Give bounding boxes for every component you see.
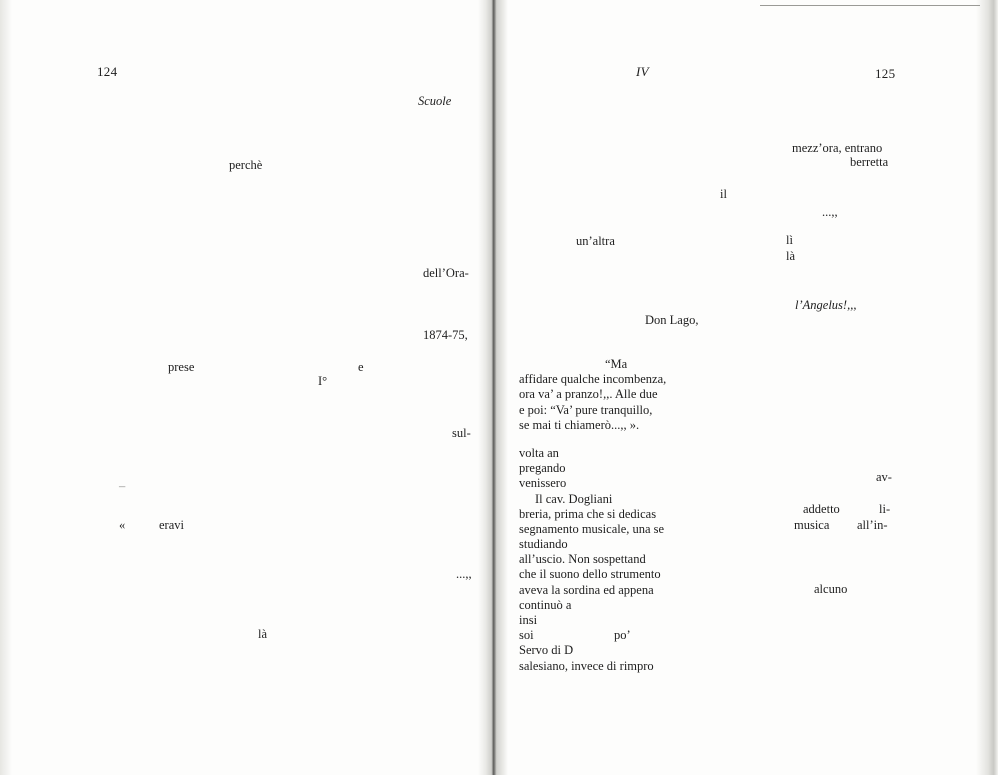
right-fragment-musica: musica	[794, 518, 830, 532]
text-line: pregando	[519, 461, 566, 476]
left-fragment-e: e	[358, 360, 364, 374]
left-page	[0, 0, 492, 775]
text-line: “Ma	[605, 357, 628, 371]
right-running-head: IV	[636, 64, 649, 79]
left-fragment-guillemet: «	[119, 518, 126, 532]
right-fragment-li-hyph: li-	[879, 502, 891, 516]
right-fragment-ellipsis: ...,,	[822, 205, 838, 219]
text-line: all’uscio. Non sospettand	[519, 552, 646, 567]
book-gutter	[478, 0, 508, 775]
text-line: volta an	[519, 445, 559, 460]
text-line: affidare qualche incombenza,	[519, 372, 667, 387]
left-page-number: 124	[97, 64, 118, 79]
text-line: insi	[519, 613, 538, 627]
left-fragment-prese: prese	[168, 360, 195, 374]
left-fragment-dash: –	[119, 479, 126, 493]
text-line: venissero	[519, 476, 567, 491]
left-fragment-dellora: dell’Ora-	[423, 266, 469, 280]
right-text-block: “Ma affidare qualche incombenza, ora va’…	[519, 357, 666, 674]
right-fragment-av: av-	[876, 470, 892, 484]
text-line: se mai ti chiamerò...,, ».	[519, 417, 640, 432]
text-line: breria, prima che si dedicas	[519, 506, 657, 521]
right-fragment-la: là	[786, 249, 796, 263]
text-line: studiando	[519, 537, 568, 552]
right-fragment-allin: all’in-	[857, 518, 888, 532]
text-line: soi	[519, 628, 534, 643]
right-fragment-unaltra: un’altra	[576, 234, 615, 248]
left-fragment-primo: I°	[318, 374, 328, 388]
text-line: Il cav. Dogliani	[535, 491, 613, 506]
left-fragment-sul: sul-	[452, 426, 471, 440]
top-rule	[760, 5, 980, 6]
right-fragment-don-lago: Don Lago,	[645, 313, 699, 327]
right-page	[504, 0, 998, 775]
text-line: ora va’ a pranzo!,,. Alle due	[519, 387, 658, 402]
left-fragment-years: 1874-75,	[423, 328, 468, 342]
text-line: e poi: “Va’ pure tranquillo,	[519, 402, 653, 417]
text-line: segnamento musicale, una se	[519, 521, 665, 536]
right-fragment-il: il	[720, 187, 727, 201]
left-fragment-perche: perchè	[229, 158, 263, 172]
left-fragment-ellipsis-quote: ...,,	[456, 567, 472, 581]
right-fragment-berretta: berretta	[850, 155, 889, 169]
left-fragment-eravi: eravi	[159, 518, 184, 532]
left-page-edge	[0, 0, 12, 775]
right-fragment-addetto: addetto	[803, 502, 840, 516]
text-line: salesiano, invece di rimpro	[519, 658, 654, 673]
text-line: continuò a	[519, 597, 572, 612]
text-line	[519, 433, 666, 446]
right-page-edge	[976, 0, 998, 775]
text-line: Servo di D	[519, 643, 574, 658]
right-fragment-angelus: l’Angelus!,,,	[795, 298, 857, 312]
right-fragment-alcuno: alcuno	[814, 582, 848, 596]
right-fragment-li: lì	[786, 233, 793, 247]
left-fragment-la: là	[258, 627, 268, 641]
text-line: aveva la sordina ed appena	[519, 582, 654, 597]
right-fragment-po: po’	[614, 628, 631, 642]
left-fragment-scuole: Scuole	[418, 94, 452, 108]
right-fragment-mezzora: mezz’ora, entrano	[792, 141, 883, 155]
right-page-number: 125	[875, 66, 896, 81]
text-line: che il suono dello strumento	[519, 567, 661, 582]
